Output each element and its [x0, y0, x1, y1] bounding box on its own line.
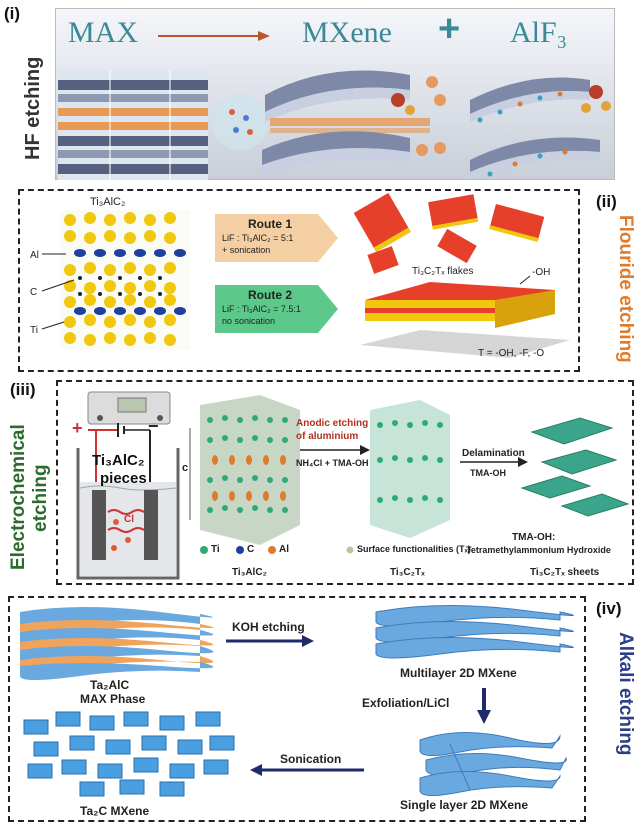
koh-etching-label: KOH etching — [232, 620, 305, 634]
anode-plus: + — [72, 418, 83, 438]
terminations-label: T = -OH, -F, -O — [478, 348, 545, 359]
c-axis-label: c — [182, 462, 189, 474]
mxene-sheets — [262, 70, 430, 176]
max-block — [58, 70, 208, 180]
alf3-label: AlF₃ — [510, 16, 568, 49]
hf-bubble — [212, 94, 268, 150]
atom-ti-label: Ti — [30, 325, 38, 336]
multilayer-label: Multilayer 2D MXene — [400, 666, 517, 680]
cathode-minus: − — [148, 416, 159, 436]
ta2alc-label-2: MAX Phase — [80, 692, 146, 706]
tma-definition-1: TMA-OH: — [512, 532, 556, 543]
panel-electrochemical-etching — [56, 380, 634, 585]
caption-ti3alc2: Ti₃AlC₂ — [232, 567, 267, 578]
tma-label: TMA-OH — [470, 468, 506, 478]
sonication-label: Sonication — [280, 752, 342, 766]
ta2c-mxene-label: Ta₂C MXene — [80, 804, 150, 818]
exfoliation-label: Exfoliation/LiCl — [362, 696, 450, 710]
panel-iii-label: (iii) — [10, 380, 36, 399]
pieces-label-1: Ti₃AlC₂ — [92, 452, 145, 469]
panel-alkali-etching — [8, 596, 586, 822]
route2-condition: no sonication — [222, 316, 276, 326]
legend-ti: Ti — [211, 544, 220, 555]
route1-condition: + sonication — [222, 245, 271, 255]
route1-title: Route 1 — [248, 217, 293, 231]
panel-hf-etching: (i) HF etching MAX MXene + AlF₃ — [0, 0, 640, 186]
cl-label: Cl — [124, 514, 134, 525]
panel-i-label: (i) — [4, 4, 21, 23]
caption-ti3c2tx: Ti₃C₂Tₓ — [390, 567, 425, 578]
reaction-arrowhead — [258, 31, 270, 41]
panel-fluoride-etching — [18, 189, 580, 372]
alf3-sheets — [470, 77, 600, 180]
legend-al: Al — [279, 544, 289, 555]
route2-title: Route 2 — [248, 288, 293, 302]
tma-definition-2: Tetramethylammonium Hydroxide — [466, 545, 611, 555]
surface-functionalities: Surface functionalities (Tₓ) — [357, 544, 471, 554]
max-label: MAX — [68, 16, 139, 49]
legend-c: C — [247, 544, 255, 555]
pieces-label-2: pieces — [100, 470, 147, 487]
panel-ii-label: (ii) — [596, 192, 617, 211]
route2-ratio: LiF : Ti₃AlC₂ = 7.5:1 — [222, 304, 301, 314]
panel-iv-side-title: Alkali etching — [615, 632, 636, 756]
atom-c-label: C — [30, 287, 38, 298]
panel-iii-side-title-1: Electrochemical — [8, 424, 29, 570]
anodic-etching-2: of aluminium — [296, 431, 359, 442]
ta2alc-label-1: Ta₂AlC — [90, 678, 130, 692]
flakes-label: Ti₃C₂Tₓ flakes — [412, 266, 474, 277]
plus-label: + — [438, 8, 461, 50]
ti3alc2-label: Ti₃AlC₂ — [90, 196, 126, 208]
atom-al-label: Al — [30, 250, 39, 261]
panel-i-graphics — [58, 31, 611, 180]
oh-label: -OH — [532, 267, 551, 278]
route1-ratio: LiF : Ti₃AlC₂ = 5:1 — [222, 233, 294, 243]
mxene-label: MXene — [302, 16, 392, 49]
panel-iii-side-title-2: etching — [30, 464, 51, 532]
delamination-label: Delamination — [462, 448, 525, 459]
single-layer-label: Single layer 2D MXene — [400, 798, 529, 812]
caption-sheets: Ti₃C₂Tₓ sheets — [530, 567, 600, 578]
reagents-label: NH₄Cl + TMA-OH — [296, 458, 369, 468]
panel-iv-label: (iv) — [596, 599, 622, 618]
anodic-etching-1: Anodic etching — [296, 418, 369, 429]
panel-ii-side-title: Flouride etching — [615, 215, 636, 363]
